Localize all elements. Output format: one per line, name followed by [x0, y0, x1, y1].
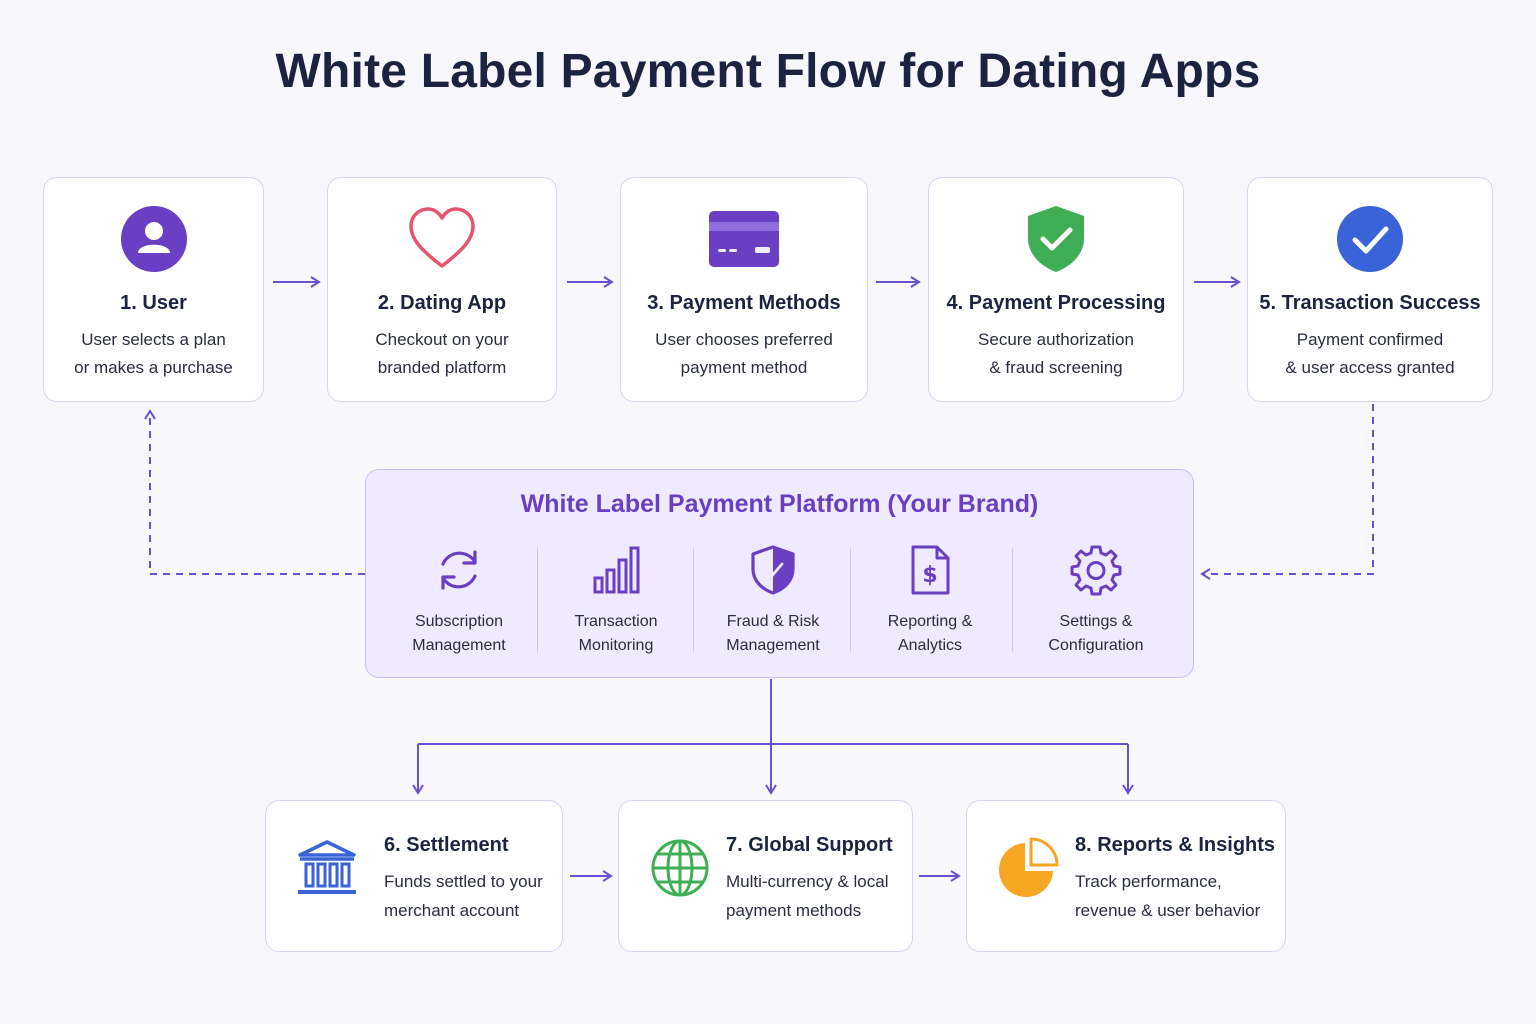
- dollar-document-icon: $: [911, 545, 950, 595]
- outcome-desc-line: payment methods: [726, 901, 862, 920]
- step-description: User chooses preferred payment method: [621, 326, 867, 382]
- globe-icon: [651, 839, 709, 897]
- feature-label-line: Analytics: [897, 637, 963, 654]
- step-card-transaction-success: 5. Transaction Success Payment confirmed…: [1247, 177, 1493, 402]
- feature-label-line: Settings &: [1059, 613, 1133, 630]
- step-title: 4. Payment Processing: [946, 292, 1166, 314]
- feature-subscription-management: Subscription Management: [389, 544, 529, 658]
- step-description: User selects a plan or makes a purchase: [44, 326, 263, 382]
- feature-divider: [537, 548, 538, 652]
- heart-icon: [409, 207, 475, 268]
- step-desc-line: & fraud screening: [989, 358, 1123, 377]
- outcome-desc-line: Funds settled to your: [384, 872, 543, 891]
- feature-label-line: Reporting &: [887, 613, 973, 630]
- feature-label-line: Management: [726, 637, 820, 654]
- outcome-description: Multi-currency & local payment methods: [726, 867, 889, 925]
- step-title: 1. User: [120, 292, 187, 314]
- outcome-description: Funds settled to your merchant account: [384, 867, 543, 925]
- feature-label-line: Management: [412, 637, 506, 654]
- feature-transaction-monitoring: Transaction Monitoring: [546, 544, 686, 658]
- svg-text:$: $: [922, 563, 937, 588]
- outcome-desc-line: Track performance,: [1075, 872, 1222, 891]
- step-description: Secure authorization & fraud screening: [929, 326, 1183, 382]
- outcome-card-settlement: 6. Settlement Funds settled to your merc…: [265, 800, 563, 952]
- feature-divider: [1012, 548, 1013, 652]
- outcome-card-reports-insights: 8. Reports & Insights Track performance,…: [966, 800, 1286, 952]
- feature-settings-configuration: Settings & Configuration: [1026, 544, 1166, 658]
- credit-card-icon: [709, 211, 779, 267]
- outcome-desc-line: revenue & user behavior: [1075, 901, 1261, 920]
- feature-divider: [693, 548, 694, 652]
- feature-label-line: Monitoring: [578, 637, 654, 654]
- check-circle-icon: [1337, 206, 1403, 272]
- outcome-card-global-support: 7. Global Support Multi-currency & local…: [618, 800, 913, 952]
- step-desc-line: Secure authorization: [978, 330, 1134, 349]
- step-title: 2. Dating App: [377, 292, 507, 314]
- step-desc-line: payment method: [680, 358, 808, 377]
- step-desc-line: branded platform: [377, 358, 507, 377]
- feature-label-line: Subscription: [414, 613, 504, 630]
- step-card-user: 1. User User selects a plan or makes a p…: [43, 177, 264, 402]
- feature-label-line: Transaction: [574, 613, 658, 630]
- feature-label-line: Configuration: [1048, 637, 1144, 654]
- step-desc-line: User chooses preferred: [655, 330, 833, 349]
- step-title: 3. Payment Methods: [647, 292, 841, 314]
- step-card-payment-processing: 4. Payment Processing Secure authorizati…: [928, 177, 1184, 402]
- outcome-desc-line: merchant account: [384, 901, 520, 920]
- outcome-title: 7. Global Support: [726, 834, 893, 856]
- white-label-platform: White Label Payment Platform (Your Brand…: [365, 469, 1194, 678]
- outcome-description: Track performance, revenue & user behavi…: [1075, 867, 1260, 925]
- feature-label-line: Fraud & Risk: [726, 613, 820, 630]
- shield-check-icon: [1028, 206, 1084, 272]
- outcome-desc-line: Multi-currency & local: [726, 872, 889, 891]
- page-title: White Label Payment Flow for Dating Apps: [275, 45, 1261, 98]
- outcome-title: 8. Reports & Insights: [1075, 834, 1276, 856]
- bank-icon: [298, 840, 356, 894]
- step-card-dating-app: 2. Dating App Checkout on your branded p…: [327, 177, 557, 402]
- gear-icon: [1070, 545, 1122, 596]
- step-description: Checkout on your branded platform: [328, 326, 556, 382]
- step-description: Payment confirmed & user access granted: [1248, 326, 1492, 382]
- shield-icon: [751, 545, 795, 595]
- step-card-payment-methods: 3. Payment Methods User chooses preferre…: [620, 177, 868, 402]
- step-title: 5. Transaction Success: [1259, 292, 1481, 314]
- outcome-title: 6. Settlement: [384, 834, 509, 856]
- step-desc-line: or makes a purchase: [74, 358, 233, 377]
- feature-reporting-analytics: $ Reporting & Analytics: [860, 544, 1000, 658]
- step-desc-line: & user access granted: [1285, 358, 1455, 377]
- step-desc-line: Checkout on your: [375, 330, 509, 349]
- platform-title: White Label Payment Platform (Your Brand…: [520, 490, 1039, 518]
- step-desc-line: User selects a plan: [81, 330, 226, 349]
- dashed-return-to-user: [144, 409, 365, 575]
- feature-divider: [850, 548, 851, 652]
- pie-chart-icon: [999, 837, 1059, 897]
- refresh-icon: [441, 550, 477, 590]
- step-desc-line: Payment confirmed: [1296, 330, 1444, 349]
- user-icon: [120, 206, 187, 272]
- dashed-success-to-platform: [1200, 404, 1374, 580]
- bar-chart-icon: [593, 546, 640, 594]
- feature-fraud-risk-management: Fraud & Risk Management: [703, 544, 843, 658]
